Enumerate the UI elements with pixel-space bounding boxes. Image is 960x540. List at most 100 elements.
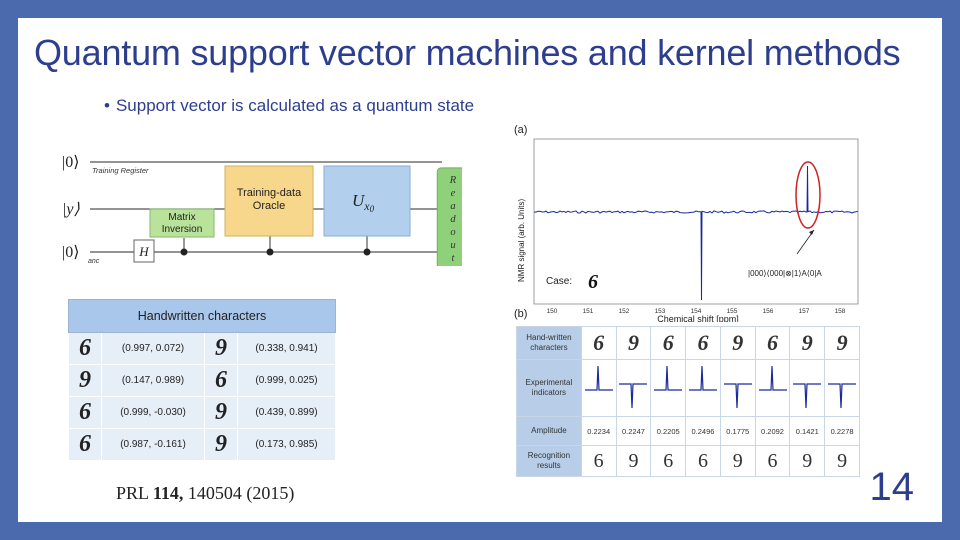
- digit-cell: 9: [204, 396, 238, 429]
- table-row: 6(0.999, -0.030)9(0.439, 0.899): [68, 396, 336, 429]
- x-tick-label: 154: [691, 308, 702, 315]
- y-axis-label: NMR signal (arb. Units): [517, 199, 526, 282]
- amplitude-cell: 0.2278: [824, 416, 860, 446]
- amplitude-cell: 0.2247: [615, 416, 652, 446]
- control-dot: [180, 248, 188, 256]
- x-tick-label: 150: [547, 308, 558, 315]
- handwritten-digit-cell: 6: [580, 326, 617, 360]
- ket-0-anc: |0⟩: [62, 244, 79, 261]
- indicator-spectrum: [619, 383, 648, 409]
- case-label: Case:: [546, 276, 572, 287]
- indicator-cell: [754, 359, 791, 417]
- table-header: Handwritten characters: [68, 299, 336, 333]
- nmr-trace: [533, 165, 859, 301]
- indicator-spectrum: [758, 365, 787, 391]
- x-tick-label: 152: [619, 308, 630, 315]
- digit-cell: 6: [68, 332, 102, 365]
- panel-a-label: (a): [514, 124, 527, 136]
- case-digit: 6: [588, 271, 598, 293]
- reference-citation: PRL 114, 140504 (2015): [116, 483, 295, 503]
- ket-0-training: |0⟩: [62, 154, 79, 171]
- ket-anc-subscript: anc: [88, 258, 100, 265]
- indicator-spectrum: [793, 383, 822, 409]
- amplitude-cell: 0.1775: [719, 416, 756, 446]
- readout-box: [436, 167, 462, 266]
- recognition-result-cell: 9: [789, 445, 826, 477]
- x-axis-label: Chemical shift [ppm]: [657, 314, 739, 322]
- indicator-peak: [723, 383, 752, 409]
- recognition-result-cell: 6: [685, 445, 721, 477]
- digit-cell: 9: [204, 428, 238, 461]
- hadamard-label: H: [138, 244, 149, 259]
- handwritten-digit-cell: 9: [719, 326, 756, 360]
- oracle-line2: Oracle: [253, 200, 285, 212]
- vector-cell: (0.987, -0.161): [101, 428, 205, 461]
- handwritten-digit-cell: 6: [650, 326, 687, 360]
- row-label: Recognition results: [516, 445, 582, 477]
- state-annotation: |000⟩⟨000|⊗|1⟩A⟨0|A: [748, 269, 822, 278]
- page-number: 14: [869, 465, 915, 509]
- recognition-result-cell: 6: [754, 445, 791, 477]
- unitary-label: Ux0: [352, 191, 375, 214]
- vector-cell: (0.999, -0.030): [101, 396, 205, 429]
- row-label: Experimental indicators: [516, 359, 582, 417]
- recognition-result-cell: 9: [615, 445, 652, 477]
- recognition-result-cell: 9: [824, 445, 860, 477]
- table-row: 9(0.147, 0.989)6(0.999, 0.025): [68, 364, 336, 397]
- x-tick-label: 158: [835, 308, 846, 315]
- indicator-peak: [654, 365, 683, 391]
- bullet-text: Support vector is calculated as a quantu…: [115, 96, 475, 115]
- vector-cell: (0.147, 0.989): [101, 364, 205, 397]
- table-row: 6(0.987, -0.161)9(0.173, 0.985): [68, 428, 336, 461]
- ket-y: |y⟩: [62, 201, 81, 218]
- bullet-dot: •: [104, 96, 110, 115]
- indicator-spectrum: [723, 383, 752, 409]
- digit-cell: 6: [68, 396, 102, 429]
- recognition-result-cell: 9: [719, 445, 756, 477]
- indicator-spectrum: [688, 365, 717, 391]
- digit-cell: 9: [68, 364, 102, 397]
- matrix-inversion-line1: Matrix: [168, 212, 195, 223]
- indicator-peak: [584, 365, 613, 391]
- oracle-line1: Training-data: [237, 187, 302, 199]
- readout-letter: o: [450, 227, 455, 238]
- recognition-result-cell: 6: [650, 445, 687, 477]
- indicator-peak: [758, 365, 787, 391]
- indicator-cell: [685, 359, 721, 417]
- control-dot: [266, 248, 274, 256]
- indicator-cell: [789, 359, 826, 417]
- vector-cell: (0.338, 0.941): [237, 332, 336, 365]
- indicator-cell: [615, 359, 652, 417]
- panel-b-label: (b): [514, 308, 528, 320]
- indicator-peak: [619, 383, 648, 409]
- handwritten-digit-cell: 6: [685, 326, 721, 360]
- readout-letter: e: [451, 188, 456, 199]
- table-row: Experimental indicators: [516, 359, 860, 417]
- unitary-box: [323, 165, 411, 237]
- recognition-result-cell: 6: [580, 445, 617, 477]
- matrix-inversion-box: [149, 208, 215, 238]
- quantum-circuit-diagram: |0⟩ |y⟩ |0⟩ anc Training Register Matrix…: [62, 154, 462, 266]
- oracle-box: [224, 165, 314, 237]
- control-dot: [363, 248, 371, 256]
- vector-cell: (0.997, 0.072): [101, 332, 205, 365]
- digit-cell: 9: [204, 332, 238, 365]
- indicator-spectrum: [828, 383, 857, 409]
- vector-cell: (0.173, 0.985): [237, 428, 336, 461]
- x-tick-label: 151: [583, 308, 594, 315]
- indicator-cell: [824, 359, 860, 417]
- training-register-label: Training Register: [92, 166, 149, 175]
- slide-title: Quantum support vector machines and kern…: [34, 32, 901, 73]
- plot-frame: [533, 138, 859, 305]
- indicator-spectrum: [654, 365, 683, 391]
- slide: Quantum support vector machines and kern…: [18, 18, 942, 522]
- indicator-cell: [719, 359, 756, 417]
- x-tick-label: 157: [799, 308, 810, 315]
- amplitude-cell: 0.2496: [685, 416, 721, 446]
- readout-letter: u: [450, 240, 455, 251]
- readout-letter: R: [449, 175, 457, 186]
- nmr-signal-plot: (a) NMR signal (arb. Units) |000⟩⟨000|⊗|…: [514, 124, 859, 322]
